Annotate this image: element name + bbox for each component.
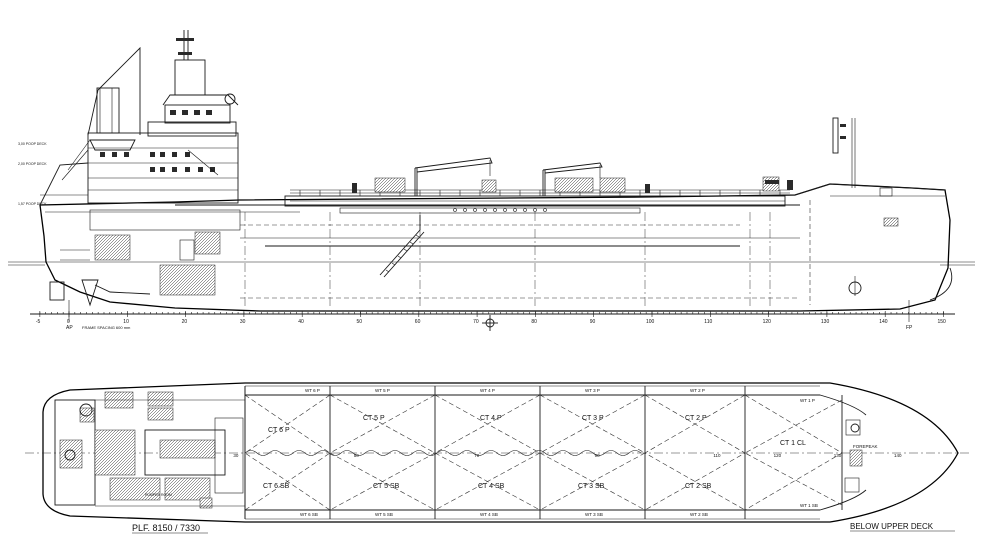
wing-tank-labels-starboard: WT 6 SB WT 5 SB WT 4 SB WT 3 SB WT 2 SB …	[300, 503, 818, 517]
frame-tick-label: -5	[36, 319, 41, 325]
tank-label: CT 6 SB	[263, 483, 290, 490]
frame-tick-label: 130	[821, 319, 830, 325]
tank-labels-starboard: CT 6 SB CT 5 SB CT 4 SB CT 3 SB CT 2 SB	[263, 483, 712, 490]
tank-label: CT 4 SB	[478, 483, 505, 490]
frame-spacing-note: FRAME SPACING 600 mm	[82, 325, 131, 330]
wing-tank-labels-port: WT 6 P WT 5 P WT 4 P WT 3 P WT 2 P WT 1 …	[305, 388, 815, 403]
plan-bulkheads	[244, 386, 843, 519]
rudder-propeller	[49, 279, 99, 307]
frame-tick-label: 0	[67, 319, 70, 325]
frame-tick-label: 110	[704, 319, 712, 325]
frame-tick-label: 60	[415, 319, 421, 325]
forepeak-label: FOREPEAK	[853, 444, 878, 449]
plan-frame-number: 140	[894, 453, 902, 458]
frame-tick-label: 140	[879, 319, 888, 325]
plan-frame-number: 50	[354, 453, 360, 458]
wing-tank-label: WT 6 SB	[300, 512, 318, 517]
cargo-crane-1	[414, 157, 493, 196]
wing-tank-label: WT 2 P	[690, 388, 705, 393]
frame-tick-label: 80	[531, 319, 537, 325]
frame-tick-label: 40	[298, 319, 304, 325]
tank-label: CT 2 P	[685, 415, 707, 422]
plan-reference-label: PLF. 8150 / 7330	[132, 523, 200, 533]
drawing-footer: PLF. 8150 / 7330 BELOW UPPER DECK	[132, 522, 955, 534]
wing-tank-label: WT 5 P	[375, 388, 390, 393]
plan-frame-number: 70	[474, 453, 480, 458]
view-title-label: BELOW UPPER DECK	[850, 522, 934, 531]
frame-tick-label: 120	[763, 319, 772, 325]
deck-label: 2,00 POOP DECK	[18, 162, 47, 166]
ap-marker: AP	[66, 325, 73, 331]
wing-tank-label: WT 1 SB	[800, 503, 818, 508]
cargo-crane-2	[542, 162, 603, 196]
funnel	[61, 46, 141, 181]
tank-label: CT 5 P	[363, 415, 385, 422]
forecastle	[765, 117, 946, 296]
frame-tick-label: 50	[357, 319, 363, 325]
deck-railings	[290, 189, 790, 196]
frame-tick-label: 20	[182, 319, 188, 325]
fp-marker: FP	[906, 325, 913, 331]
forepeak-plan	[844, 419, 863, 493]
tank-label: CT 3 P	[582, 415, 604, 422]
plan-frame-number: 130	[834, 453, 842, 458]
frame-tick-label: 70	[473, 319, 479, 325]
profile-bulkheads	[244, 200, 811, 308]
wing-tank-label: WT 2 SB	[690, 512, 708, 517]
midship-symbol	[482, 315, 498, 331]
plan-frame-number: 90	[595, 453, 601, 458]
pump-room-label: PUMPER ROOM	[145, 493, 172, 497]
engine-room	[60, 209, 241, 296]
tank-label: CT 4 P	[480, 415, 502, 422]
tank-label: CT 2 SB	[685, 483, 712, 490]
deck-manholes	[453, 208, 547, 212]
engine-room-plan: PUMPER ROOM	[54, 386, 246, 519]
tank-label: CT 1 CL	[780, 440, 806, 447]
deck-level-labels: 3,00 POOP DECK 2,00 POOP DECK 1,57 POOP …	[18, 142, 47, 206]
plan-frame-number: 30	[233, 453, 239, 458]
tank-label: CT 5 SB	[373, 483, 400, 490]
frame-tick-label: 10	[123, 319, 129, 325]
wing-tank-label: WT 1 P	[800, 398, 815, 403]
tank-ladder	[379, 215, 425, 278]
profile-view: 3,00 POOP DECK 2,00 POOP DECK 1,57 POOP …	[8, 30, 975, 331]
frame-tick-label: 150	[938, 319, 947, 325]
wing-tank-label: WT 6 P	[305, 388, 320, 393]
bulbous-bow	[929, 267, 953, 301]
tank-diagonals	[244, 394, 843, 511]
frame-tick-label: 90	[590, 319, 596, 325]
wing-tank-label: WT 3 P	[585, 388, 600, 393]
wing-tank-label: WT 4 P	[480, 388, 495, 393]
hull-plan-outline	[42, 382, 959, 523]
wing-tank-label: WT 3 SB	[585, 512, 603, 517]
frame-tick-label: 100	[646, 319, 655, 325]
wing-tank-label: WT 4 SB	[480, 512, 498, 517]
wing-tank-label: WT 5 SB	[375, 512, 393, 517]
tank-label: CT 6 P	[268, 427, 290, 434]
tank-labels-port: CT 6 P CT 5 P CT 4 P CT 3 P CT 2 P	[268, 415, 707, 434]
plan-frame-number: 120	[774, 453, 782, 458]
accommodation-windows	[100, 110, 215, 172]
accommodation-block	[87, 30, 239, 204]
frame-tick-label: 30	[240, 319, 246, 325]
deck-label: 3,00 POOP DECK	[18, 142, 47, 146]
centerline-corrugated-bulkhead	[244, 450, 642, 456]
deck-label: 1,57 POOP DECK	[18, 202, 47, 206]
deck-equipment	[352, 176, 793, 193]
plan-view: CT 6 P CT 5 P CT 4 P CT 3 P CT 2 P CT 6 …	[25, 382, 970, 523]
plan-frame-number: 110	[713, 453, 721, 458]
tank-label: CT 3 SB	[578, 483, 605, 490]
